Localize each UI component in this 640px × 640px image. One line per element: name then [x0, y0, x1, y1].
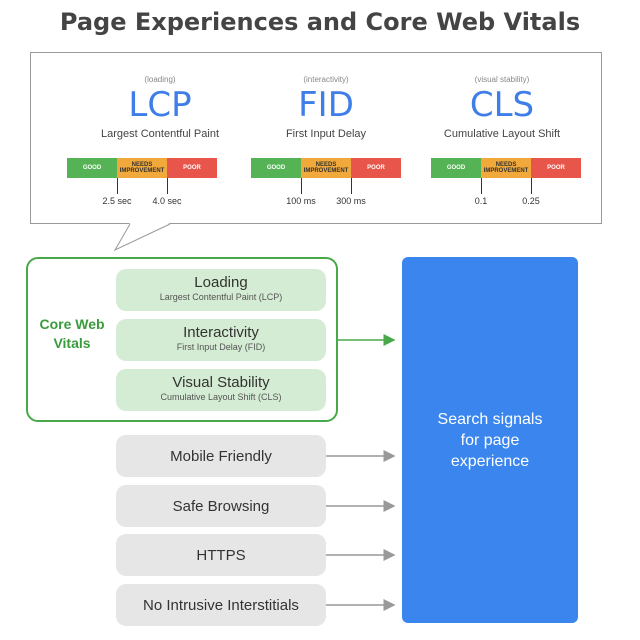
metric-category: (loading)	[144, 75, 176, 84]
tick-label: 300 ms	[336, 196, 366, 206]
metric-category: (interactivity)	[303, 75, 349, 84]
metric-full-name: Largest Contentful Paint	[100, 128, 220, 140]
metric-abbr: CLS	[469, 85, 535, 125]
tick-label: 100 ms	[286, 196, 316, 206]
bar-good: GOOD	[431, 158, 481, 178]
cwv-item-sub: First Input Delay (FID)	[176, 342, 266, 352]
bar-needs-improvement: NEEDS IMPROVEMENT	[481, 158, 531, 178]
search-signals-label: Search signals for page experience	[437, 410, 543, 470]
cwv-item-heading: Visual Stability	[172, 374, 270, 391]
bar-good: GOOD	[251, 158, 301, 178]
threshold-bar-cls: GOOD NEEDS IMPROVEMENT POOR	[431, 158, 581, 178]
metric-category: (visual stability)	[474, 75, 530, 84]
tick-label: 0.1	[474, 196, 488, 206]
cwv-item-heading: Interactivity	[183, 324, 259, 341]
cwv-item-loading: Loading Largest Contentful Paint (LCP)	[116, 269, 326, 311]
metric-cls: (visual stability) CLS Cumulative Layout…	[417, 53, 587, 140]
cwv-item-visual-stability: Visual Stability Cumulative Layout Shift…	[116, 369, 326, 411]
search-signals-box: Search signals for page experience	[402, 257, 578, 623]
cwv-item-sub: Cumulative Layout Shift (CLS)	[160, 392, 282, 402]
metric-abbr: FID	[298, 85, 354, 125]
tick-mark	[531, 178, 532, 194]
signal-safe-browsing: Safe Browsing	[116, 485, 326, 527]
tick-label: 2.5 sec	[102, 196, 132, 206]
bar-good: GOOD	[67, 158, 117, 178]
cwv-item-sub: Largest Contentful Paint (LCP)	[159, 292, 283, 302]
bar-poor: POOR	[531, 158, 581, 178]
metrics-callout: (loading) LCP Largest Contentful Paint G…	[30, 52, 602, 224]
tick-mark	[481, 178, 482, 194]
cwv-item-heading: Loading	[194, 274, 248, 291]
bar-poor: POOR	[167, 158, 217, 178]
metric-fid: (interactivity) FID First Input Delay	[241, 53, 411, 140]
core-web-vitals-label: Core Web Vitals	[39, 316, 105, 351]
bar-needs-improvement: NEEDS IMPROVEMENT	[117, 158, 167, 178]
tick-mark	[117, 178, 118, 194]
threshold-bar-fid: GOOD NEEDS IMPROVEMENT POOR	[251, 158, 401, 178]
tick-mark	[301, 178, 302, 194]
threshold-bar-lcp: GOOD NEEDS IMPROVEMENT POOR	[67, 158, 217, 178]
bar-poor: POOR	[351, 158, 401, 178]
tick-label: 4.0 sec	[152, 196, 182, 206]
metric-lcp: (loading) LCP Largest Contentful Paint	[75, 53, 245, 140]
page-title: Page Experiences and Core Web Vitals	[59, 8, 581, 36]
signal-https: HTTPS	[116, 534, 326, 576]
metric-full-name: First Input Delay	[285, 128, 367, 140]
core-web-vitals-group: Core Web Vitals Loading Largest Contentf…	[26, 257, 338, 422]
bar-needs-improvement: NEEDS IMPROVEMENT	[301, 158, 351, 178]
signal-no-intrusive-interstitials: No Intrusive Interstitials	[116, 584, 326, 626]
signal-mobile-friendly: Mobile Friendly	[116, 435, 326, 477]
tick-label: 0.25	[522, 196, 540, 206]
cwv-item-interactivity: Interactivity First Input Delay (FID)	[116, 319, 326, 361]
metric-abbr: LCP	[128, 85, 192, 125]
tick-mark	[167, 178, 168, 194]
tick-mark	[351, 178, 352, 194]
metric-full-name: Cumulative Layout Shift	[443, 128, 561, 140]
callout-tail-outline	[113, 223, 171, 252]
